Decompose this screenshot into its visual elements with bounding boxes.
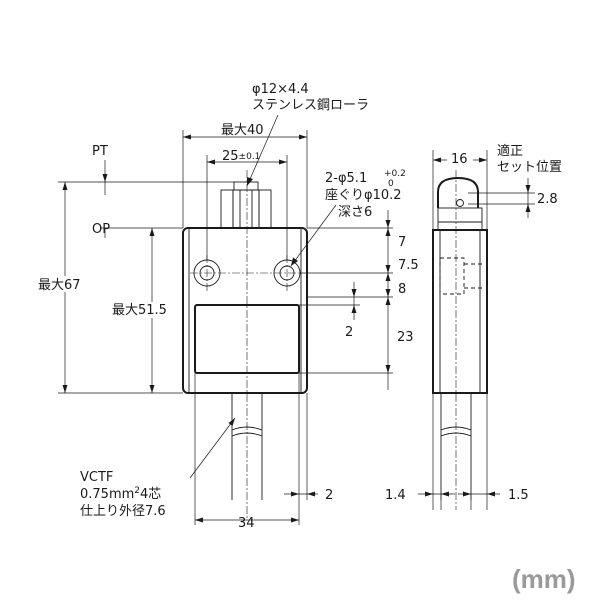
plunger-top — [233, 181, 259, 191]
dim-8-label: 8 — [398, 282, 406, 297]
dim-2-window-label: 2 — [345, 325, 353, 340]
hole-tol-lower: 0 — [388, 179, 394, 189]
height-max-total-label: 最大67 — [38, 278, 81, 293]
cable-spec-line2: 0.75mm24芯 — [80, 486, 161, 502]
switch-body — [182, 227, 308, 394]
hole-spec-line3: 深さ6 — [338, 205, 372, 220]
roller-spec-line1: φ12×4.4 — [252, 82, 309, 97]
front-view: 最大40 25±0.1 φ12×4.4 ステンレス鋼ローラ PT OP 最大67… — [36, 82, 419, 531]
roller-spec-line2: ステンレス鋼ローラ — [252, 98, 369, 113]
dim-23-label: 23 — [397, 330, 414, 345]
hole-spec-line1: 2-φ5.1 — [325, 171, 367, 186]
side-view: 16 適正 セット位置 2.8 1.4 1.5 — [385, 143, 562, 510]
setting-position-line2: セット位置 — [497, 160, 562, 175]
dim-7-5-label: 7.5 — [398, 258, 419, 273]
side-dim-16-label: 16 — [451, 152, 468, 167]
plunger-stem — [232, 189, 260, 229]
cable-spec-line3: 仕上り外径7.6 — [80, 504, 166, 519]
cable-spec-line1: VCTF — [80, 470, 113, 485]
hole-tol-upper: +0.2 — [384, 169, 406, 179]
width-max-label: 最大40 — [221, 123, 264, 138]
dim-7-label: 7 — [398, 235, 406, 250]
side-dim-2-8-label: 2.8 — [537, 192, 558, 207]
side-roller — [437, 176, 479, 208]
side-dim-1-4-label: 1.4 — [385, 488, 406, 503]
unit-label: (mm) — [512, 564, 576, 594]
side-dim-1-5-label: 1.5 — [508, 488, 529, 503]
pt-label: PT — [92, 144, 108, 159]
dim-2-bottom-label: 2 — [325, 488, 333, 503]
hole-pitch-label: 25±0.1 — [222, 149, 260, 164]
plunger-left-block — [220, 189, 234, 229]
dim-34-label: 34 — [238, 516, 255, 531]
plunger-right-block — [258, 189, 272, 229]
height-max-body-label: 最大51.5 — [112, 303, 167, 318]
setting-position-line1: 適正 — [497, 143, 523, 159]
hole-spec-line2: 座ぐりφ10.2 — [325, 188, 402, 203]
op-label: OP — [92, 222, 110, 237]
side-body — [432, 229, 488, 394]
